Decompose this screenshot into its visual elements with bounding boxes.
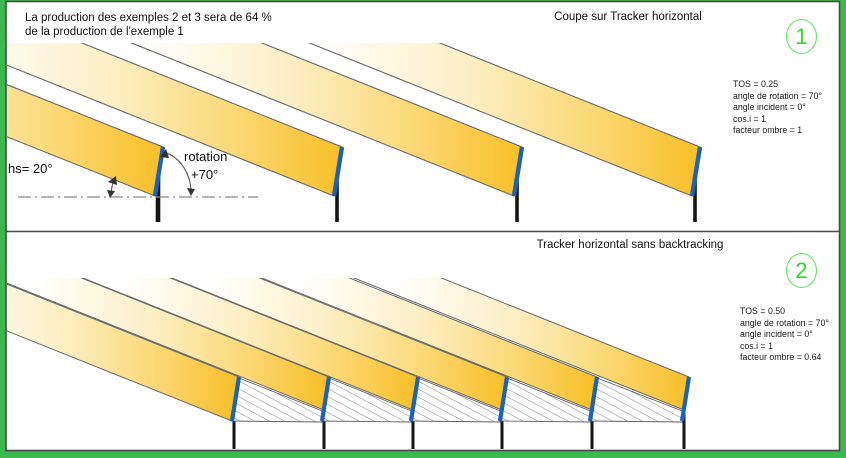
param-ombre: facteur ombre = 1 xyxy=(733,125,803,136)
note-line-2: de la production de l'exemple 1 xyxy=(25,26,184,38)
param-cosi: cos.i = 1 xyxy=(733,113,767,124)
rotation-angle-label: +70° xyxy=(191,167,219,182)
rotation-label: rotation xyxy=(184,149,228,164)
section2-title: Tracker horizontal sans backtracking xyxy=(536,239,724,251)
param-cosi: cos.i = 1 xyxy=(740,340,774,351)
param-ombre: facteur ombre = 0.64 xyxy=(740,352,822,363)
section1-title: Coupe sur Tracker horizontal xyxy=(554,11,702,23)
param-incident: angle incident = 0° xyxy=(733,102,806,113)
param-incident: angle incident = 0° xyxy=(740,329,813,340)
section1-badge: 1 xyxy=(786,19,817,54)
section1-params: TOS = 0.25 angle de rotation = 70° angle… xyxy=(733,79,822,137)
section1-badge-number: 1 xyxy=(795,23,808,49)
section2-badge-number: 2 xyxy=(795,257,808,283)
section2-badge: 2 xyxy=(786,253,817,288)
param-tos: TOS = 0.50 xyxy=(740,306,786,316)
param-rotation: angle de rotation = 70° xyxy=(740,317,829,328)
param-tos: TOS = 0.25 xyxy=(733,79,779,89)
hs-angle-label: hs= 20° xyxy=(8,161,53,176)
note-line-1: La production des exemples 2 et 3 sera d… xyxy=(25,12,272,24)
production-note: La production des exemples 2 et 3 sera d… xyxy=(25,11,272,39)
section2-params: TOS = 0.50 angle de rotation = 70° angle… xyxy=(740,306,829,364)
param-rotation: angle de rotation = 70° xyxy=(733,90,822,101)
